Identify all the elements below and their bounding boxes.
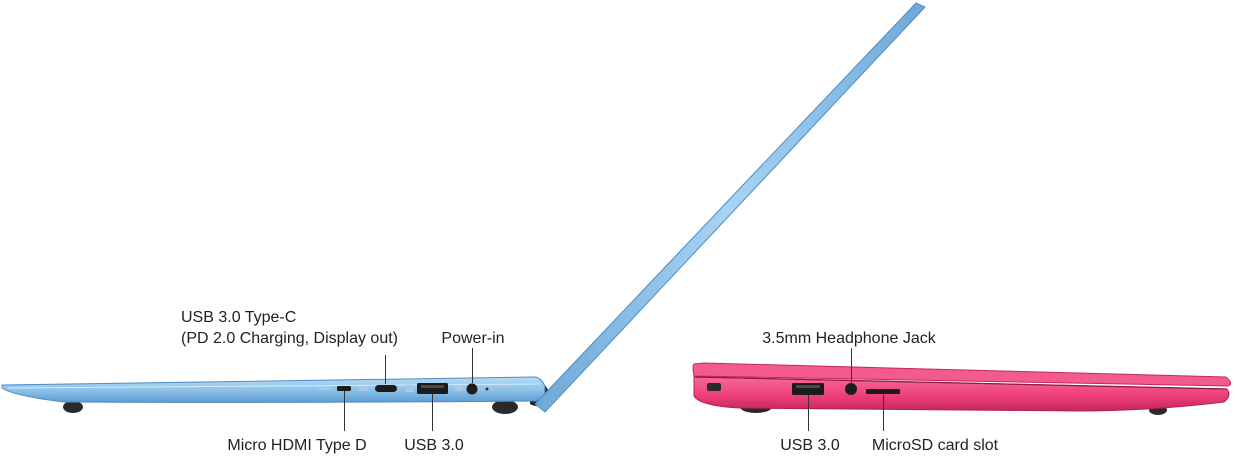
label-power-in: Power-in: [441, 330, 505, 347]
pink-laptop: [692, 362, 1232, 415]
headphone-jack-port: [845, 383, 857, 395]
rear-foot: [63, 401, 83, 413]
label-microsd: MicroSD card slot: [871, 437, 999, 454]
label-micro-hdmi: Micro HDMI Type D: [227, 437, 367, 454]
callout-line-power-in: [472, 348, 473, 383]
label-headphone-jack: 3.5mm Headphone Jack: [762, 330, 936, 347]
status-led: [485, 387, 489, 391]
lock-slot: [707, 383, 721, 391]
callout-line-usb-c: [385, 355, 386, 384]
label-usb30-left: USB 3.0: [404, 437, 464, 454]
base-seam: [7, 383, 541, 389]
laptop-base: [693, 376, 1230, 412]
callout-line-microsd: [883, 394, 884, 431]
usb-a-port: [792, 383, 824, 395]
usb-c-port: [375, 385, 397, 392]
usb-a-port: [417, 383, 448, 394]
laptop-lid: [534, 2, 926, 413]
callout-line-micro-hdmi: [344, 391, 345, 431]
lid-seam: [695, 376, 1228, 390]
laptop-base: [1, 376, 546, 403]
laptop-lid: [692, 362, 1232, 387]
label-usb30-right: USB 3.0: [780, 437, 840, 454]
callout-line-usb30-left: [432, 394, 433, 431]
microsd-slot: [866, 389, 900, 394]
label-usb-c-details: (PD 2.0 Charging, Display out): [181, 330, 398, 347]
callout-line-headphone: [851, 348, 852, 383]
callout-line-usb30-right: [808, 395, 809, 431]
power-in-port: [466, 383, 478, 395]
label-usb-c-type: USB 3.0 Type-C: [181, 309, 297, 326]
micro-hdmi-port: [337, 386, 351, 391]
front-foot: [492, 400, 518, 414]
blue-laptop: [1, 2, 926, 414]
